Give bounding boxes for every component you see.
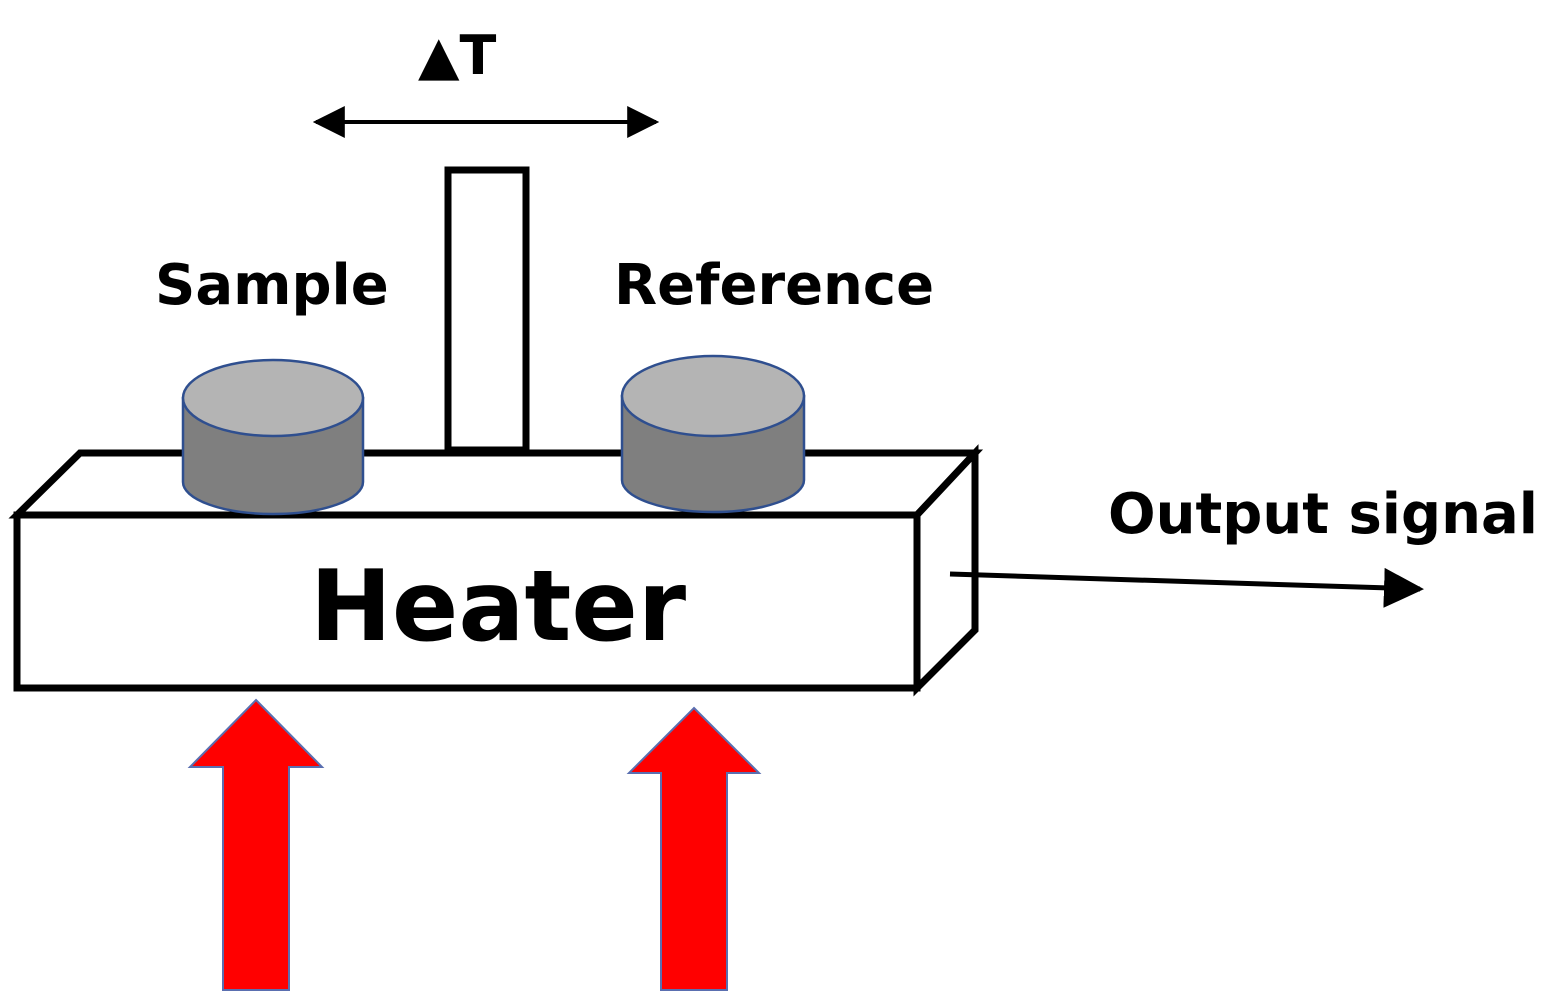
heater-top-face <box>8 449 984 519</box>
sample-pan-top <box>181 358 365 438</box>
sample-label: Sample <box>155 253 389 318</box>
delta-t-label: ▲T <box>418 24 497 87</box>
reference-pan-top <box>620 354 806 438</box>
sample-pan <box>181 358 365 516</box>
heater-front-face <box>13 511 921 692</box>
up-arrow-icon <box>187 698 325 991</box>
up-arrow-icon <box>626 706 762 991</box>
reference-label: Reference <box>614 253 934 318</box>
reference-pan <box>620 354 806 514</box>
output-signal-label: Output signal <box>1108 482 1538 547</box>
thermocouple-post <box>444 166 530 454</box>
heater-label: Heater <box>310 550 687 664</box>
output-signal-arrow <box>949 567 1424 608</box>
